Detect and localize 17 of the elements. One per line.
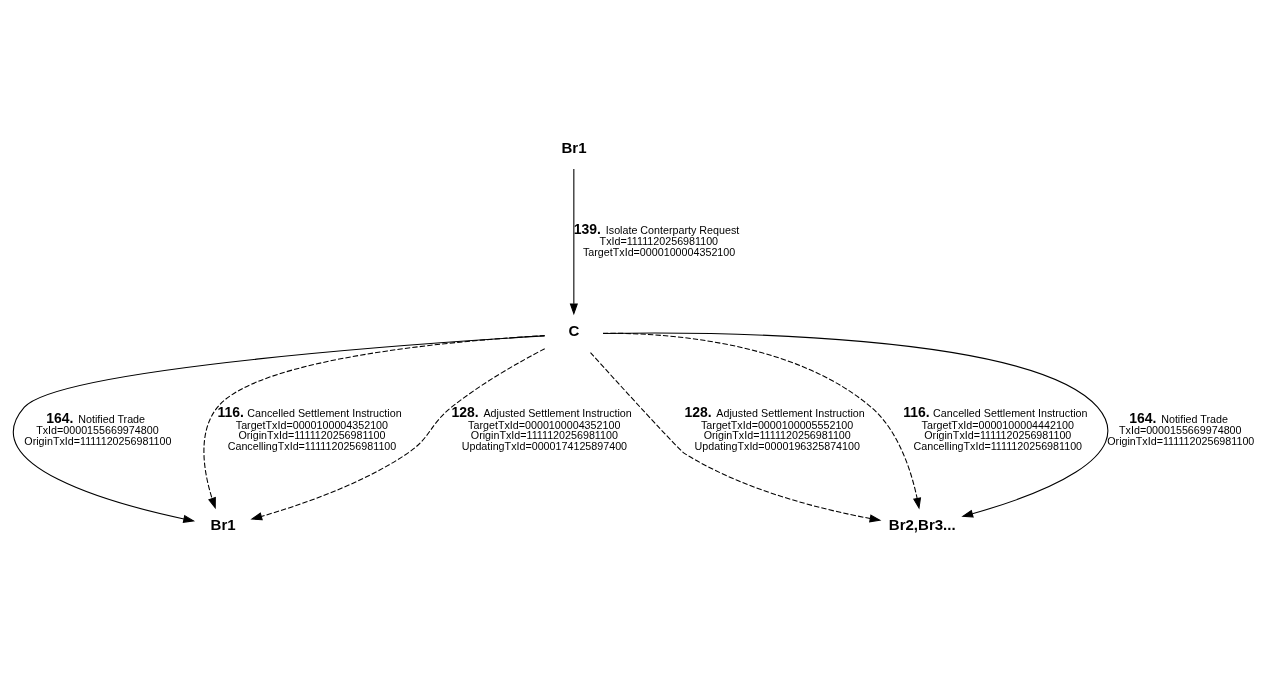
arrow [589, 352, 882, 523]
edge-label: 164. Notified Trade TxId=0000155669974800 OriginTxId=1111120256981100 [24, 409, 172, 447]
arrow [569, 168, 578, 316]
edge-label: 128. Adjusted Settlement Instruction TargetTxId=0000100005552100 OriginTxId=1111120256981100 UpdatingTxId=0000196325874100 [684, 404, 865, 453]
edge-label: 128. Adjusted Settlement Instruction TargetTxId=0000100004352100 OriginTxId=1111120256981100 UpdatingTxId=0000174125897400 [451, 404, 632, 453]
node-text: Br1 [210, 516, 236, 534]
edge-label: 164. Notified Trade TxId=0000155669974800 OriginTxId=1111120256981100 [1107, 409, 1255, 447]
arrow [12, 335, 546, 523]
node-text: C [568, 322, 580, 340]
edge-label: 116. Cancelled Settlement Instruction TargetTxId=0000100004442100 OriginTxId=1111120256981100 CancellingTxId=1111120256981100 [903, 404, 1088, 453]
arrow [203, 335, 546, 510]
edge-label: 139. Isolate Conterparty Request TxId=1111120256981100 TargetTxId=0000100004352100 [573, 220, 740, 258]
node-text: Br1 [561, 138, 587, 156]
node-text: Br2,Br3... [888, 516, 956, 534]
arrow [602, 332, 1109, 518]
edge-label: 116. Cancelled Settlement Instruction TargetTxId=0000100004352100 OriginTxId=1111120256981100 CancellingTxId=1111120256981100 [217, 404, 402, 453]
arrow [250, 348, 546, 521]
